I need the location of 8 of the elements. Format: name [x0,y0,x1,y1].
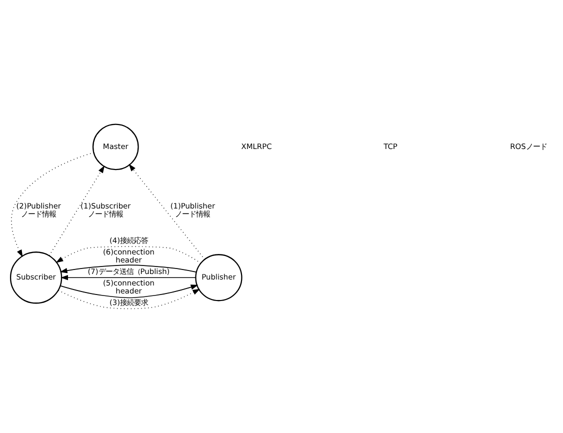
arrow [56,246,202,264]
arrow [128,164,206,260]
arrow [60,284,198,298]
arrow [58,288,200,310]
arrow [60,264,197,274]
arrow [11,152,94,258]
arrow [60,275,196,280]
arrow [48,165,105,256]
